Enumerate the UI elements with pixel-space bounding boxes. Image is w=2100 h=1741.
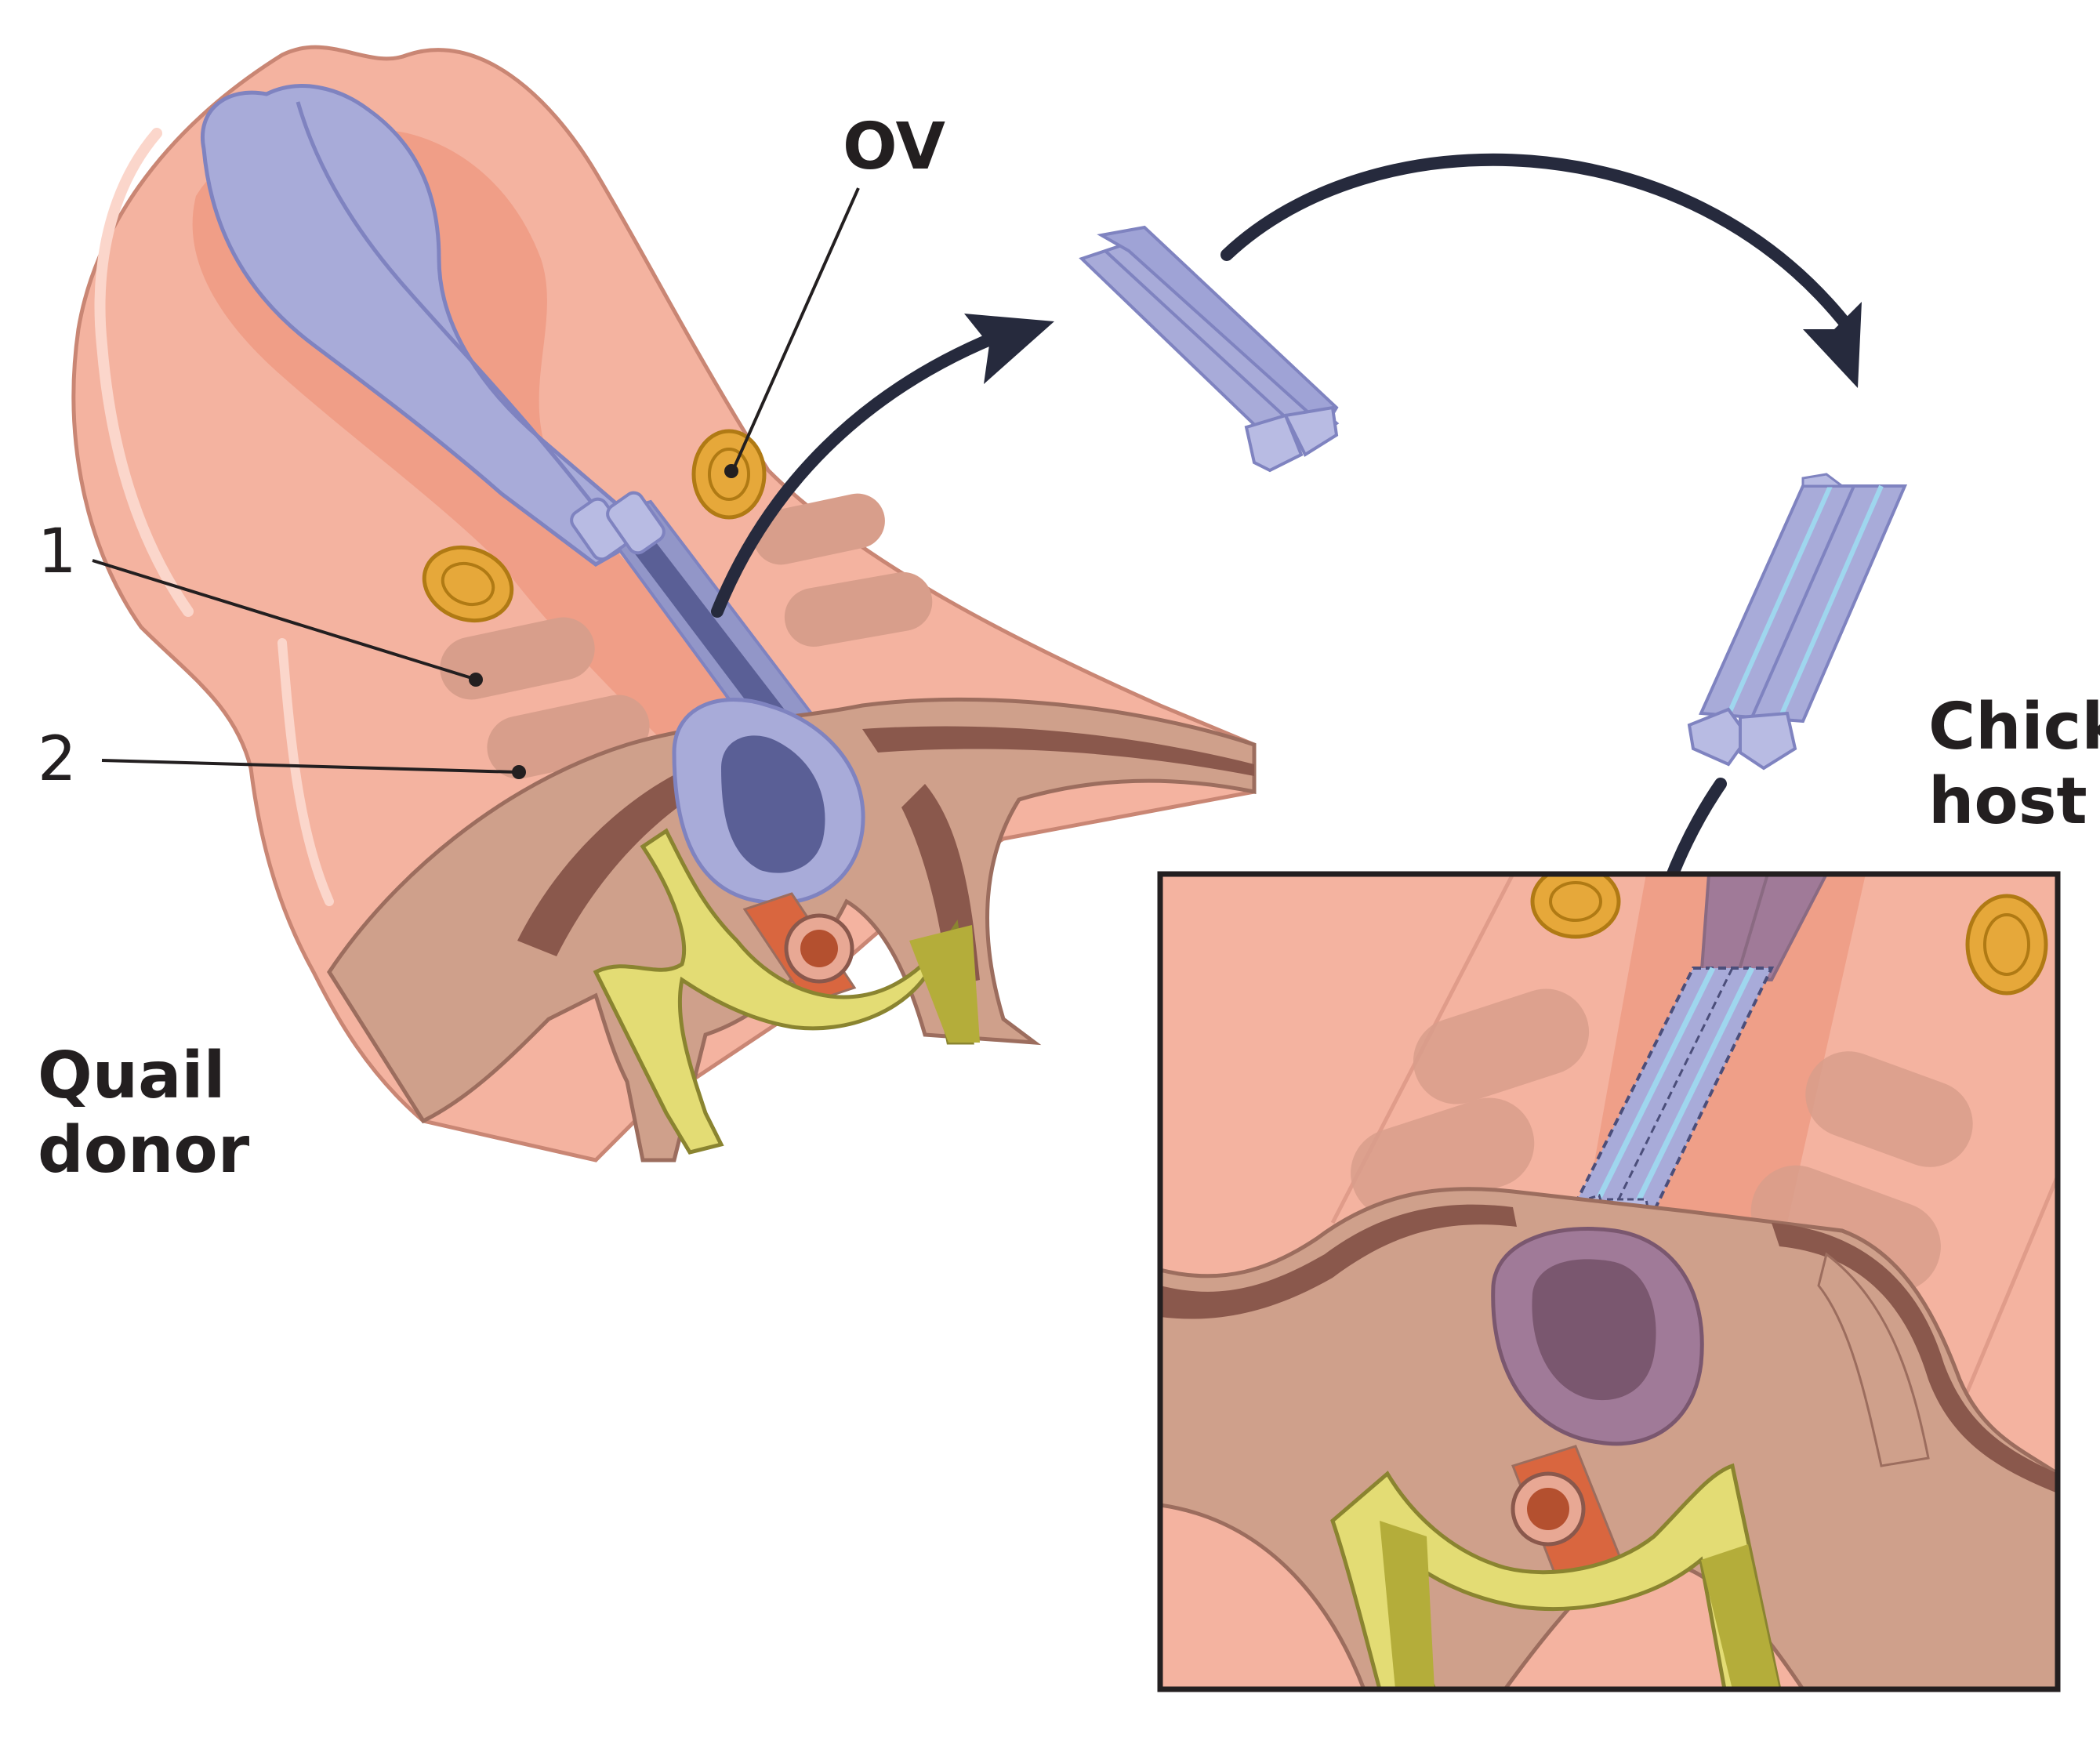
donor-dermis-band <box>862 726 1254 776</box>
label-quail-line1: Quail <box>38 1039 226 1113</box>
somite <box>784 571 933 647</box>
rotated-graft <box>1687 473 1908 771</box>
graft-cap <box>606 491 666 555</box>
label-chick-line1: Chick <box>1928 690 2100 764</box>
donor-neural-groove <box>296 101 629 550</box>
leader-dot-1 <box>469 673 483 687</box>
label-somite-1: 1 <box>38 517 77 587</box>
leader-line-2 <box>101 759 518 774</box>
chick-host-inset <box>1157 871 2061 1692</box>
inset-frame <box>1157 871 2061 1692</box>
donor-endoderm <box>593 828 974 1155</box>
somite <box>1750 1165 1941 1293</box>
somite <box>1413 988 1590 1104</box>
label-chick-line2: host <box>1928 764 2087 839</box>
donor-dermis-band <box>517 760 737 956</box>
donor-aorta <box>784 913 854 984</box>
donor-neural-tube-section <box>672 698 865 905</box>
otic-vesicle <box>1965 894 2048 996</box>
donor-neural-tube <box>201 84 655 567</box>
host-neural-tube-section <box>1491 1227 1704 1446</box>
arrow-excision <box>711 331 1002 618</box>
leader-dot-ov <box>724 464 738 478</box>
quail-donor-embryo <box>71 45 1257 1162</box>
otic-vesicle <box>1530 874 1621 939</box>
arrow-head <box>1803 302 1862 388</box>
label-ov: OV <box>843 110 946 184</box>
leader-dot-2 <box>512 765 526 779</box>
donor-neural-tube-core <box>619 525 800 741</box>
label-somite-2: 2 <box>38 724 77 795</box>
donor-highlight-2 <box>277 638 334 906</box>
otic-vesicle <box>422 545 514 623</box>
arrow-transfer <box>1220 153 1856 336</box>
host-aorta <box>1511 1471 1586 1547</box>
label-quail-line2: donor <box>38 1113 250 1188</box>
donor-endoderm-side <box>909 925 980 1043</box>
somite <box>753 493 885 565</box>
arrow-head <box>964 314 1054 384</box>
donor-highlight <box>94 128 194 617</box>
leader-line-ov <box>731 187 860 471</box>
leader-line-1 <box>92 559 475 680</box>
excised-graft <box>1079 225 1340 473</box>
somite <box>1805 1051 1973 1167</box>
